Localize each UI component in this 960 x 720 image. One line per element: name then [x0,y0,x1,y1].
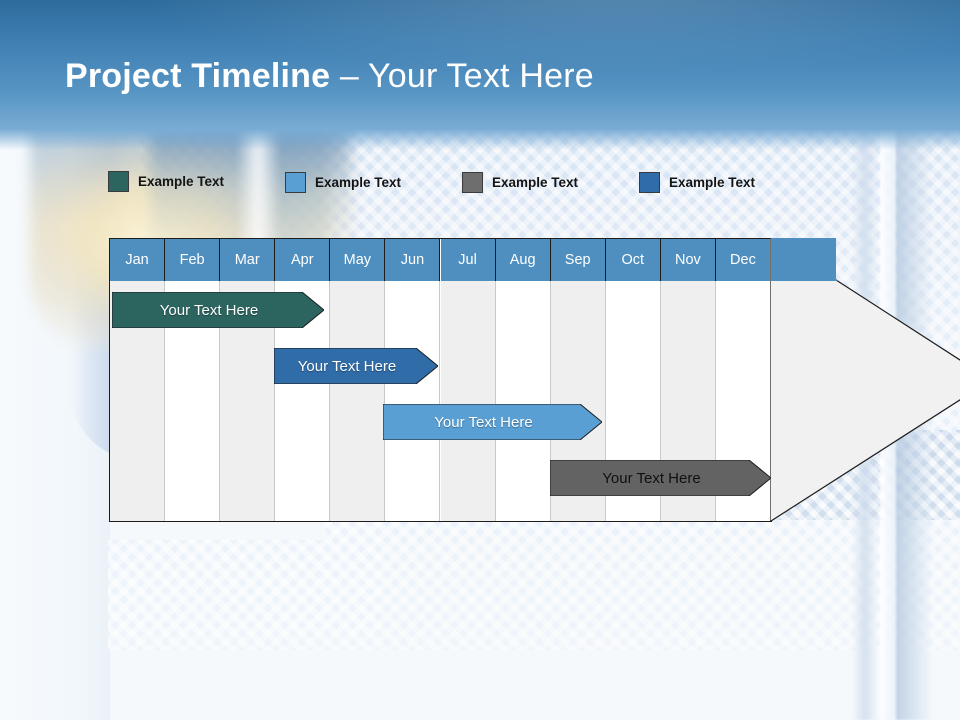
month-header-oct[interactable]: Oct [605,239,661,281]
legend-swatch-icon [285,172,306,193]
timeline-bar-4[interactable]: Your Text Here [550,460,771,496]
month-header-apr[interactable]: Apr [275,239,331,281]
timeline-column-jan [110,239,166,521]
month-header-jun[interactable]: Jun [385,239,441,281]
timeline-column-mar [220,239,276,521]
month-header-jan[interactable]: Jan [110,239,166,281]
bar-label: Your Text Here [297,357,397,375]
bar-shape-icon [550,460,771,496]
timeline-bar-2[interactable]: Your Text Here [274,348,438,384]
column-divider [659,239,661,521]
legend-item-1: Example Text [108,171,224,192]
timeline-bar-1[interactable]: Your Text Here [112,292,324,328]
month-header-dec[interactable]: Dec [715,239,771,281]
legend-label: Example Text [669,175,756,190]
month-header-feb[interactable]: Feb [165,239,221,281]
legend-swatch-icon [108,171,129,192]
month-header-mar[interactable]: Mar [220,239,276,281]
legend-label: Example Text [138,174,225,189]
timeline-column-aug [495,239,551,521]
bar-shape-icon [383,404,602,440]
legend-label: Example Text [315,175,402,190]
legend-item-3: Example Text [462,172,578,193]
timeline-column-jul [440,239,496,521]
column-divider [439,239,441,521]
column-divider [549,239,551,521]
title-banner-sheen [0,0,960,150]
legend-swatch-icon [462,172,483,193]
column-divider [714,239,716,521]
bar-label: Your Text Here [159,301,259,319]
page-title: Project Timeline – Your Text Here [65,57,594,96]
timeline-bar-3[interactable]: Your Text Here [383,404,602,440]
column-divider [164,239,166,521]
column-divider [494,239,496,521]
month-header-nov[interactable]: Nov [660,239,716,281]
legend-label: Example Text [492,175,579,190]
legend-item-4: Example Text [639,172,755,193]
bar-shape-icon [274,348,438,384]
bar-label: Your Text Here [602,469,701,487]
column-divider [604,239,606,521]
page-title-bold: Project Timeline [65,57,331,95]
month-header-sep[interactable]: Sep [550,239,606,281]
month-header-aug[interactable]: Aug [495,239,551,281]
timeline-column-feb [165,239,221,521]
page-title-subtitle: – Your Text Here [330,57,594,95]
legend-item-2: Example Text [285,172,401,193]
bar-label: Your Text Here [434,413,533,431]
column-divider [219,239,221,521]
timeline-arrow-head [770,238,960,522]
legend-swatch-icon [639,172,660,193]
month-header-jul[interactable]: Jul [440,239,496,281]
bar-shape-icon [112,292,324,328]
month-header-may[interactable]: May [330,239,386,281]
title-banner [0,0,960,150]
